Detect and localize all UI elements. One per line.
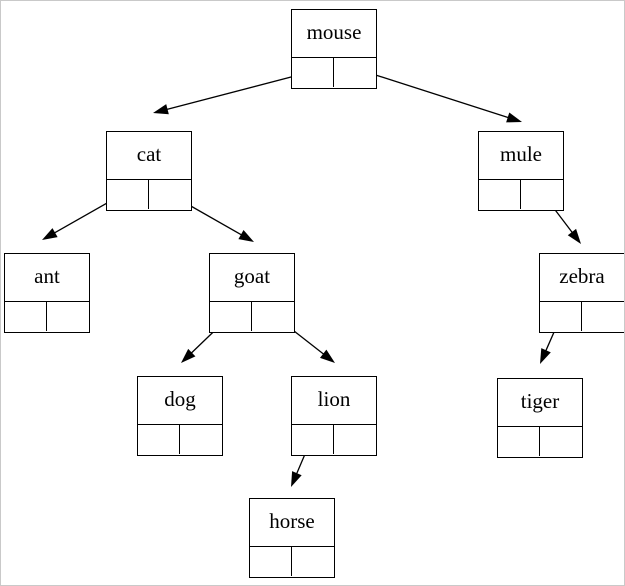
tree-node-pointer-row — [138, 425, 222, 454]
tree-node-mouse[interactable]: mouse — [291, 9, 377, 89]
right-pointer-cell[interactable] — [180, 425, 222, 454]
right-pointer-cell[interactable] — [334, 58, 376, 87]
tree-node-label: tiger — [498, 379, 582, 427]
tree-node-pointer-row — [498, 427, 582, 456]
edge-arrowhead-icon — [540, 348, 551, 364]
right-pointer-cell[interactable] — [47, 302, 89, 331]
tree-node-lion[interactable]: lion — [291, 376, 377, 456]
edge-arrowhead-icon — [181, 348, 196, 363]
tree-node-cat[interactable]: cat — [106, 131, 192, 211]
tree-node-pointer-row — [210, 302, 294, 331]
tree-node-label: cat — [107, 132, 191, 180]
tree-node-pointer-row — [5, 302, 89, 331]
tree-node-mule[interactable]: mule — [478, 131, 564, 211]
edge-arrowhead-icon — [238, 230, 254, 242]
tree-node-dog[interactable]: dog — [137, 376, 223, 456]
tree-node-label: dog — [138, 377, 222, 425]
left-pointer-cell[interactable] — [107, 180, 149, 209]
edge-line — [356, 68, 512, 120]
tree-node-pointer-row — [107, 180, 191, 209]
left-pointer-cell[interactable] — [5, 302, 47, 331]
edge-arrowhead-icon — [42, 228, 58, 240]
right-pointer-cell[interactable] — [582, 302, 624, 331]
tree-node-zebra[interactable]: zebra — [539, 253, 624, 333]
tree-node-pointer-row — [250, 547, 334, 576]
tree-edge-mouse-to-mule — [356, 68, 522, 123]
tree-node-label: ant — [5, 254, 89, 302]
left-pointer-cell[interactable] — [540, 302, 582, 331]
right-pointer-cell[interactable] — [292, 547, 334, 576]
edge-arrowhead-icon — [319, 349, 335, 363]
right-pointer-cell[interactable] — [521, 180, 563, 209]
right-pointer-cell[interactable] — [334, 425, 376, 454]
edge-arrowhead-icon — [291, 471, 302, 487]
tree-node-label: goat — [210, 254, 294, 302]
left-pointer-cell[interactable] — [138, 425, 180, 454]
edge-arrowhead-icon — [153, 104, 169, 115]
tree-node-pointer-row — [479, 180, 563, 209]
tree-edge-mouse-to-cat — [153, 70, 315, 115]
left-pointer-cell[interactable] — [210, 302, 252, 331]
left-pointer-cell[interactable] — [498, 427, 540, 456]
tree-node-label: mule — [479, 132, 563, 180]
tree-node-label: mouse — [292, 10, 376, 58]
left-pointer-cell[interactable] — [250, 547, 292, 576]
tree-node-label: horse — [250, 499, 334, 547]
left-pointer-cell[interactable] — [292, 58, 334, 87]
edge-arrowhead-icon — [567, 228, 581, 244]
right-pointer-cell[interactable] — [149, 180, 191, 209]
tree-node-pointer-row — [292, 58, 376, 87]
tree-node-ant[interactable]: ant — [4, 253, 90, 333]
tree-node-horse[interactable]: horse — [249, 498, 335, 578]
edge-arrowhead-icon — [506, 112, 522, 123]
tree-node-tiger[interactable]: tiger — [497, 378, 583, 458]
tree-node-pointer-row — [540, 302, 624, 331]
tree-node-label: lion — [292, 377, 376, 425]
right-pointer-cell[interactable] — [540, 427, 582, 456]
tree-node-pointer-row — [292, 425, 376, 454]
tree-node-label: zebra — [540, 254, 624, 302]
right-pointer-cell[interactable] — [252, 302, 294, 331]
tree-node-goat[interactable]: goat — [209, 253, 295, 333]
left-pointer-cell[interactable] — [479, 180, 521, 209]
left-pointer-cell[interactable] — [292, 425, 334, 454]
